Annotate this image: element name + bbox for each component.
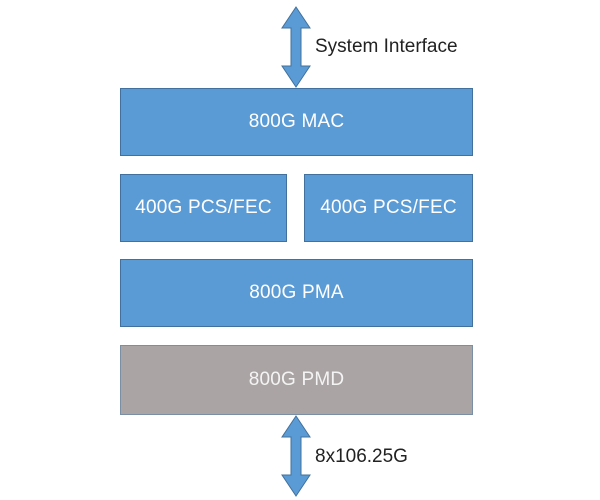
pma-layer-label: 800G PMA xyxy=(249,282,344,303)
pma-layer-box: 800G PMA xyxy=(120,259,473,327)
pmd-layer-label: 800G PMD xyxy=(248,369,345,390)
pcs-fec-left-label: 400G PCS/FEC xyxy=(135,197,272,218)
system-interface-label: System Interface xyxy=(315,36,458,57)
pcs-fec-left-box: 400G PCS/FEC xyxy=(120,174,287,242)
double-arrow-lanes-icon xyxy=(281,415,311,497)
pmd-layer-box: 800G PMD xyxy=(120,345,473,415)
mac-layer-label: 800G MAC xyxy=(248,111,345,132)
lanes-rate-label: 8x106.25G xyxy=(315,446,408,467)
pcs-fec-right-box: 400G PCS/FEC xyxy=(304,174,473,242)
pcs-fec-right-label: 400G PCS/FEC xyxy=(320,197,457,218)
double-arrow-system-interface-icon xyxy=(281,6,311,88)
mac-layer-box: 800G MAC xyxy=(120,88,473,156)
